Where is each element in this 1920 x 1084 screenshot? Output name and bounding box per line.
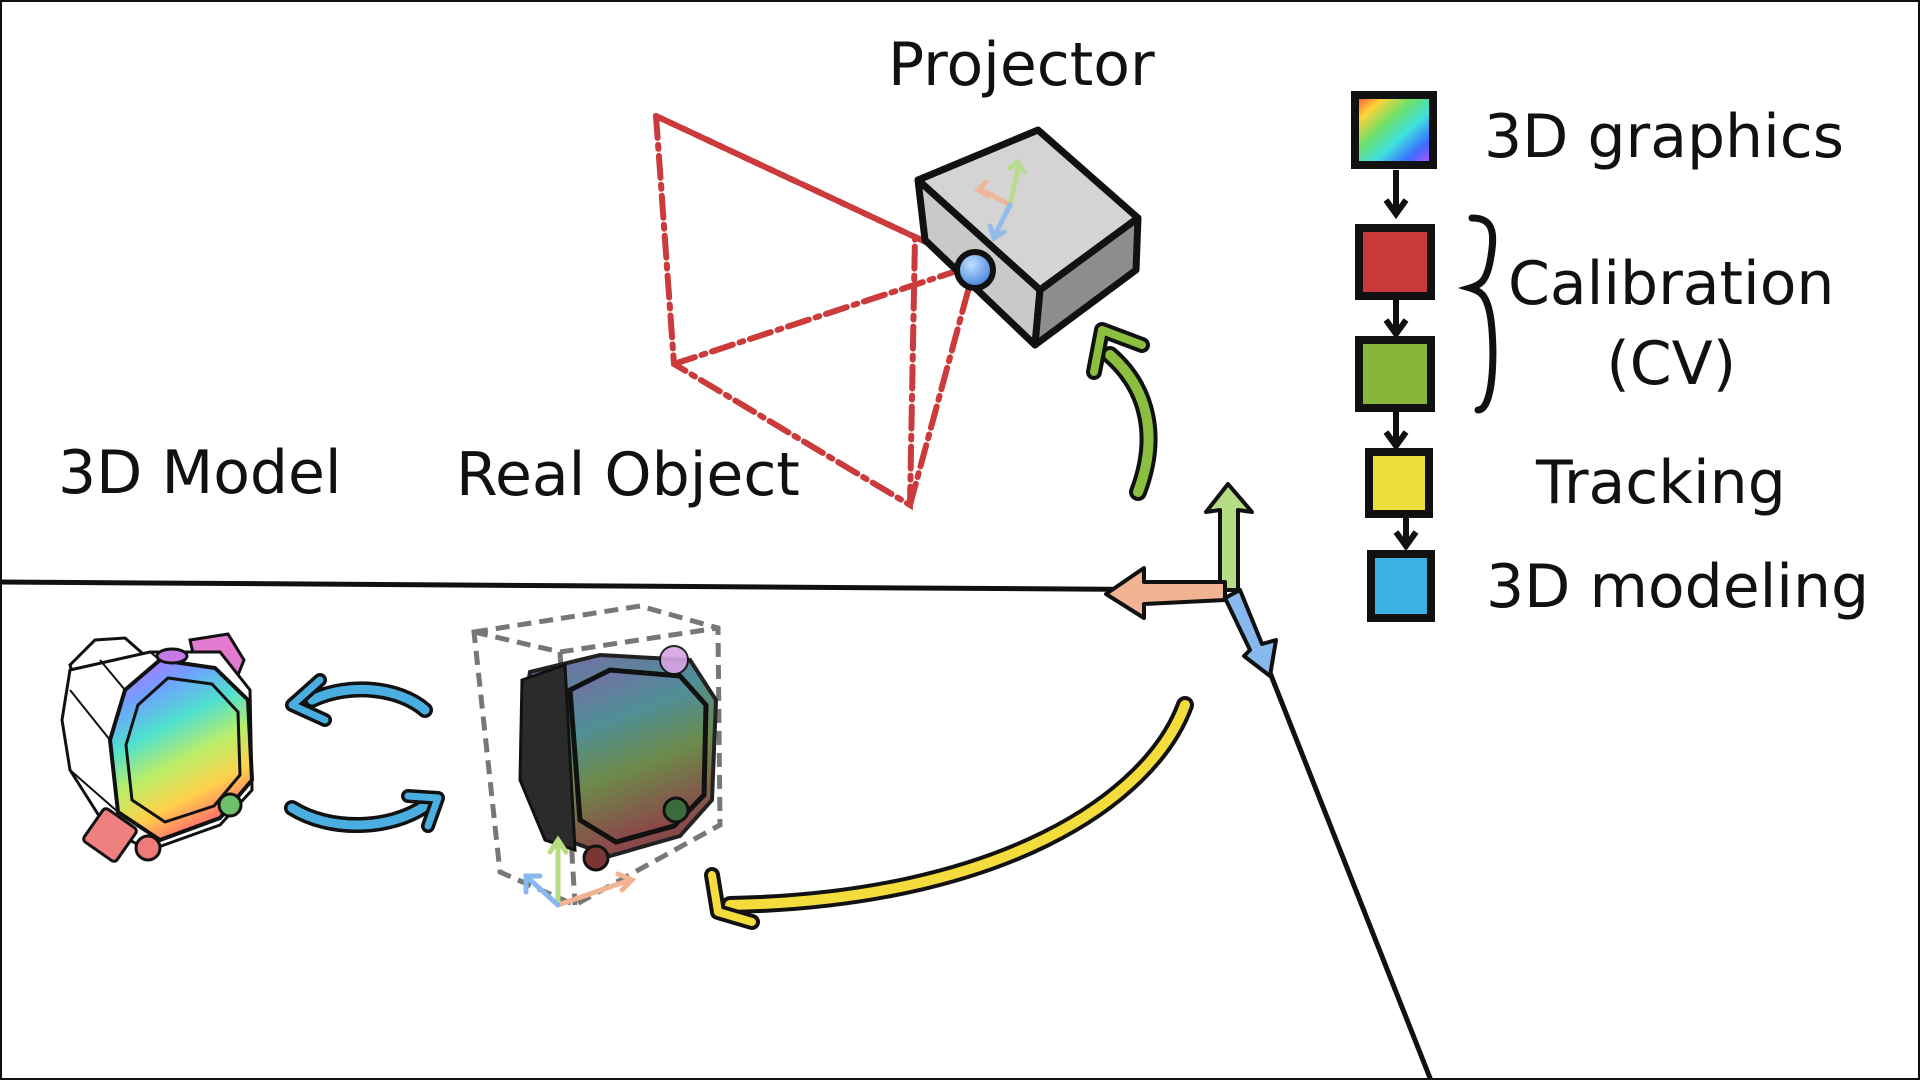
pipeline-legend [1351, 91, 1497, 622]
real-object [471, 603, 723, 908]
projector-label: Projector [888, 30, 1155, 100]
legend-calibration-line1: Calibration [1508, 249, 1835, 319]
calibration-brace [1457, 214, 1497, 414]
legend-modeling-label: 3D modeling [1486, 552, 1870, 622]
table-edges [0, 579, 1433, 1081]
tracking-arrow [704, 696, 1194, 930]
legend-calibration-label: Calibration (CV) [1508, 244, 1834, 404]
table-edge-side [1262, 657, 1433, 1081]
legend-graphics-label: 3D graphics [1484, 102, 1844, 172]
modeling-arrows [284, 673, 445, 834]
real-object-label: Real Object [456, 440, 800, 510]
world-axes-icon [1104, 482, 1278, 678]
3d-model-object [60, 632, 255, 863]
legend-box-calibration [1355, 224, 1435, 300]
legend-calibration-line2: (CV) [1606, 329, 1737, 399]
projector-lens [954, 249, 996, 291]
frustum-ray-bottom [907, 262, 978, 508]
projector-side-face [1031, 214, 1142, 349]
legend-box-graphics [1351, 91, 1437, 169]
axis-forward [1223, 588, 1278, 678]
table-edge-back [0, 579, 1223, 593]
3d-model-label: 3D Model [58, 438, 342, 508]
axis-up [1204, 482, 1254, 592]
legend-box-modeling [1367, 550, 1435, 622]
legend-box-calibration-cv [1355, 336, 1435, 412]
projector-icon [914, 126, 1142, 349]
axis-left [1104, 566, 1227, 620]
calibration-arrow [1086, 322, 1158, 501]
projector-axes-icon [973, 158, 1027, 242]
legend-box-tracking [1365, 448, 1433, 518]
frustum-ray-left [671, 262, 978, 367]
legend-tracking-label: Tracking [1536, 448, 1786, 518]
